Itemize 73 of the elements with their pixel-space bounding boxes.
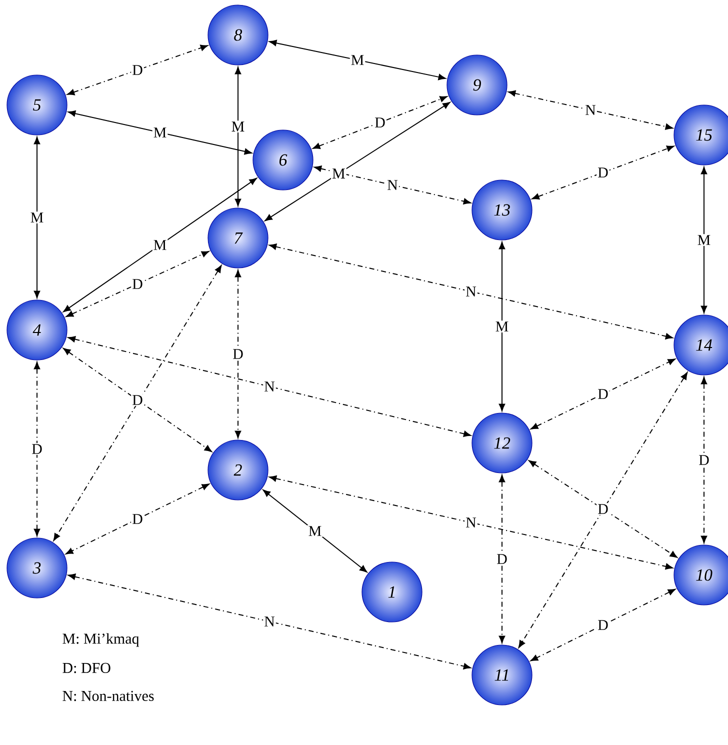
arrow <box>532 146 674 200</box>
edge-label: D <box>131 64 144 76</box>
edge-label: D <box>496 553 508 565</box>
edge-label: M <box>350 54 366 66</box>
edge-label: D <box>698 454 710 466</box>
arrow <box>66 250 210 318</box>
arrow <box>68 110 252 155</box>
arrow <box>264 102 450 222</box>
ball-node: 13 <box>472 180 532 240</box>
ball-node: 12 <box>472 412 532 474</box>
edge-label: D <box>596 619 610 631</box>
edge-label: M <box>152 126 168 138</box>
edge-label: D <box>596 388 610 400</box>
arrow <box>314 166 472 204</box>
arrow <box>530 358 676 430</box>
arrow <box>312 96 448 149</box>
arrow <box>63 348 212 452</box>
arrow <box>268 244 674 340</box>
arrow <box>34 362 40 536</box>
arrow <box>262 490 368 572</box>
edge-label: D <box>374 116 386 128</box>
edge-label: D <box>596 166 610 178</box>
ball-node: 1 <box>362 562 422 622</box>
edge-label: M <box>696 234 712 246</box>
ball-node: 5 <box>6 74 68 136</box>
edge-label: D <box>596 503 610 515</box>
ball-node: 3 <box>6 538 68 598</box>
ball-node: 4 <box>6 300 68 360</box>
arrow <box>528 460 678 558</box>
edge-label: M <box>29 212 45 224</box>
edge-label: M <box>230 120 246 132</box>
edge-label: M <box>331 168 346 180</box>
edge-label: N <box>464 516 478 528</box>
edge-label: N <box>263 616 276 628</box>
edge-label: N <box>584 104 597 116</box>
ball-node: 7 <box>208 208 268 268</box>
legend-text: M: Mi’kmaq <box>62 633 140 647</box>
arrow <box>68 574 472 670</box>
edge-label: D <box>131 513 144 525</box>
arrow <box>66 484 210 554</box>
arrow <box>234 66 242 206</box>
arrow <box>530 588 676 662</box>
arrow <box>508 90 673 130</box>
arrow <box>498 242 506 412</box>
edge-label: M <box>152 239 168 251</box>
arrow <box>700 376 708 544</box>
legend-text: D: DFO <box>62 662 110 674</box>
edge-label: D <box>131 394 144 406</box>
arrow <box>269 475 673 570</box>
arrow <box>518 372 688 648</box>
arrow <box>700 166 708 314</box>
ball-node: 8 <box>208 4 268 66</box>
arrow <box>498 474 506 644</box>
edge-label: M <box>494 320 510 332</box>
edge-label: M <box>307 525 323 537</box>
edge-label: D <box>30 443 44 455</box>
arrow <box>53 265 222 541</box>
arrow <box>269 40 446 80</box>
arrow <box>68 336 472 437</box>
ball-node: 9 <box>446 54 508 116</box>
edge-label: N <box>263 380 276 392</box>
edge-label: D <box>232 348 244 360</box>
arrow <box>63 178 257 312</box>
ball-node: 6 <box>252 130 314 190</box>
legend-text: N: Non-natives <box>62 690 154 702</box>
edge-label: N <box>464 286 478 298</box>
arrow <box>67 44 208 96</box>
edge-label: N <box>386 179 399 191</box>
arrow <box>34 136 40 298</box>
edge-label: D <box>131 278 144 290</box>
ball-node: 2 <box>208 440 268 500</box>
arrow <box>234 270 242 438</box>
ball-node: 11 <box>472 644 532 706</box>
